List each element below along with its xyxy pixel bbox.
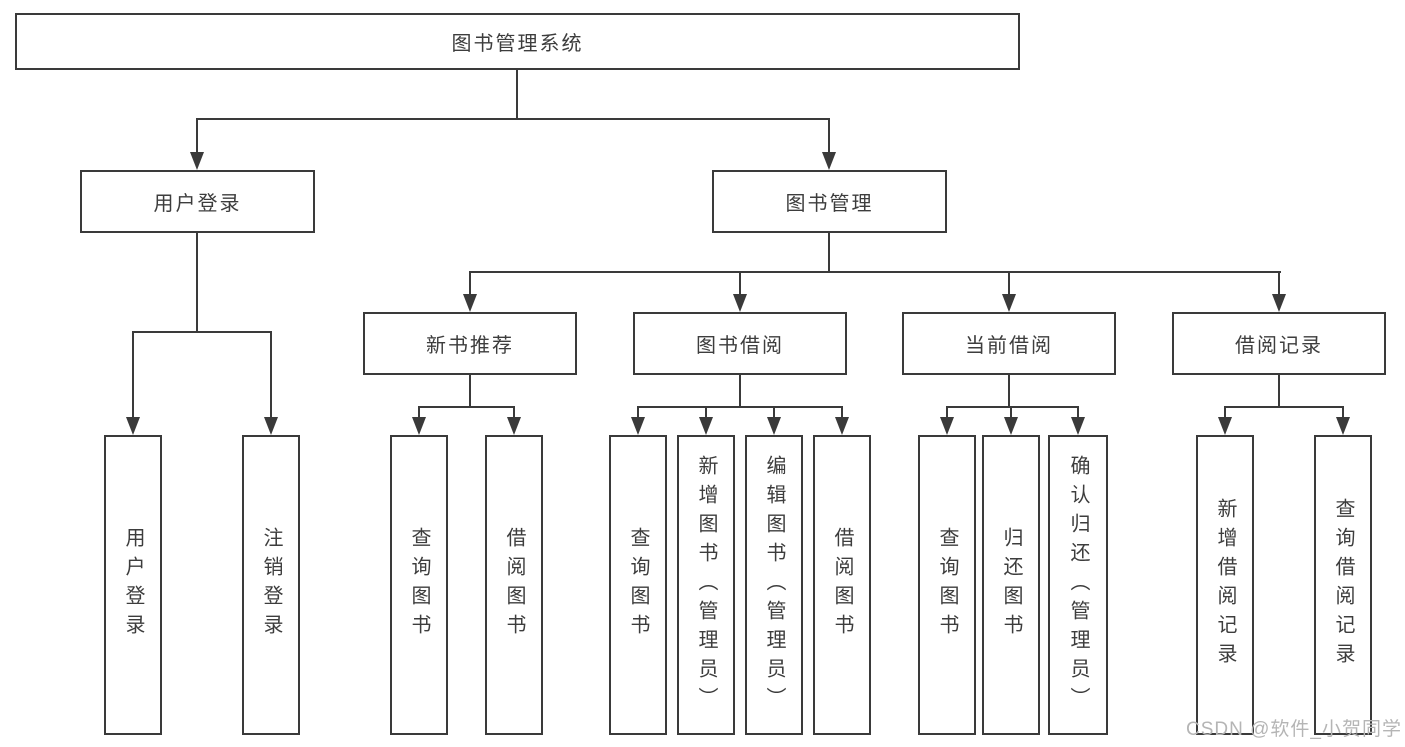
connector-br-add-drop (1224, 406, 1226, 420)
connector-bb-borrow-drop (841, 406, 843, 420)
connector-records-stem (1278, 375, 1280, 408)
leaf-newbook-borrow-books: 借阅图书 (485, 435, 543, 735)
node-root: 图书管理系统 (15, 13, 1020, 70)
connector-userlogin-stem (196, 233, 198, 333)
arrowhead-bb-edit (767, 417, 781, 435)
connector-records-drop (1278, 271, 1280, 297)
connector-newbook-drop (469, 271, 471, 297)
node-user-login: 用户登录 (80, 170, 315, 233)
connector-nb-borrow-drop (513, 406, 515, 420)
leaf-current-confirm-return-admin: 确认归还（管理员） (1048, 435, 1108, 735)
connector-br-query-drop (1342, 406, 1344, 420)
node-root-label: 图书管理系统 (451, 33, 584, 55)
connector-bb-query-drop (637, 406, 639, 420)
connector-current-stem (1008, 375, 1010, 408)
connector-current-bus (946, 406, 1079, 408)
connector-newbook-bus (418, 406, 515, 408)
arrowhead-borrow (733, 294, 747, 312)
connector-root-bus (196, 118, 830, 120)
connector-borrow-bus (637, 406, 843, 408)
leaf-newbook-query-books: 查询图书 (390, 435, 448, 735)
node-book-borrowing: 图书借阅 (633, 312, 847, 375)
connector-borrow-stem (739, 375, 741, 408)
leaf-records-add-record: 新增借阅记录 (1196, 435, 1254, 735)
node-new-book-recommend-label: 新书推荐 (426, 335, 514, 357)
connector-userlogin-drop (196, 118, 198, 154)
connector-bookmgmt-stem (828, 233, 830, 273)
connector-cb-return-drop (1010, 406, 1012, 420)
arrowhead-records (1272, 294, 1286, 312)
csdn-watermark: CSDN @软件_小贺同学 (1186, 719, 1402, 740)
arrowhead-br-add (1218, 417, 1232, 435)
arrowhead-nb-query (412, 417, 426, 435)
leaf-borrowing-query-books: 查询图书 (609, 435, 667, 735)
node-book-management: 图书管理 (712, 170, 947, 233)
node-book-borrowing-label: 图书借阅 (696, 335, 784, 357)
node-borrowing-records: 借阅记录 (1172, 312, 1386, 375)
leaf-borrowing-edit-books-admin: 编辑图书（管理员） (745, 435, 803, 735)
arrowhead-leaf-login (126, 417, 140, 435)
connector-current-drop (1008, 271, 1010, 297)
connector-nb-query-drop (418, 406, 420, 420)
connector-leaf-login-drop (132, 331, 134, 419)
leaf-user-login: 用户登录 (104, 435, 162, 735)
leaf-logout: 注销登录 (242, 435, 300, 735)
connector-bookmgmt-drop (828, 118, 830, 154)
arrowhead-bookmgmt (822, 152, 836, 170)
connector-bb-edit-drop (773, 406, 775, 420)
node-current-borrowing-label: 当前借阅 (965, 335, 1053, 357)
arrowhead-nb-borrow (507, 417, 521, 435)
arrowhead-bb-add (699, 417, 713, 435)
connector-borrow-drop (739, 271, 741, 297)
connector-root-stem (516, 70, 518, 120)
arrowhead-br-query (1336, 417, 1350, 435)
connector-records-bus (1224, 406, 1344, 408)
arrowhead-leaf-logout (264, 417, 278, 435)
connector-userlogin-bus (132, 331, 272, 333)
arrowhead-userlogin (190, 152, 204, 170)
connector-bb-add-drop (705, 406, 707, 420)
node-user-login-label: 用户登录 (153, 193, 242, 215)
arrowhead-cb-return (1004, 417, 1018, 435)
leaf-current-return-books: 归还图书 (982, 435, 1040, 735)
arrowhead-current (1002, 294, 1016, 312)
arrowhead-newbook (463, 294, 477, 312)
arrowhead-cb-query (940, 417, 954, 435)
connector-leaf-logout-drop (270, 331, 272, 419)
leaf-borrowing-borrow-books: 借阅图书 (813, 435, 871, 735)
arrowhead-bb-query (631, 417, 645, 435)
leaf-current-query-books: 查询图书 (918, 435, 976, 735)
arrowhead-cb-confirm (1071, 417, 1085, 435)
node-current-borrowing: 当前借阅 (902, 312, 1116, 375)
arrowhead-bb-borrow (835, 417, 849, 435)
node-borrowing-records-label: 借阅记录 (1235, 335, 1323, 357)
leaf-borrowing-add-books-admin: 新增图书（管理员） (677, 435, 735, 735)
connector-cb-query-drop (946, 406, 948, 420)
connector-bookmgmt-bus (469, 271, 1281, 273)
node-book-management-label: 图书管理 (785, 193, 874, 215)
connector-newbook-stem (469, 375, 471, 408)
leaf-records-query-record: 查询借阅记录 (1314, 435, 1372, 735)
node-new-book-recommend: 新书推荐 (363, 312, 577, 375)
connector-cb-confirm-drop (1077, 406, 1079, 420)
